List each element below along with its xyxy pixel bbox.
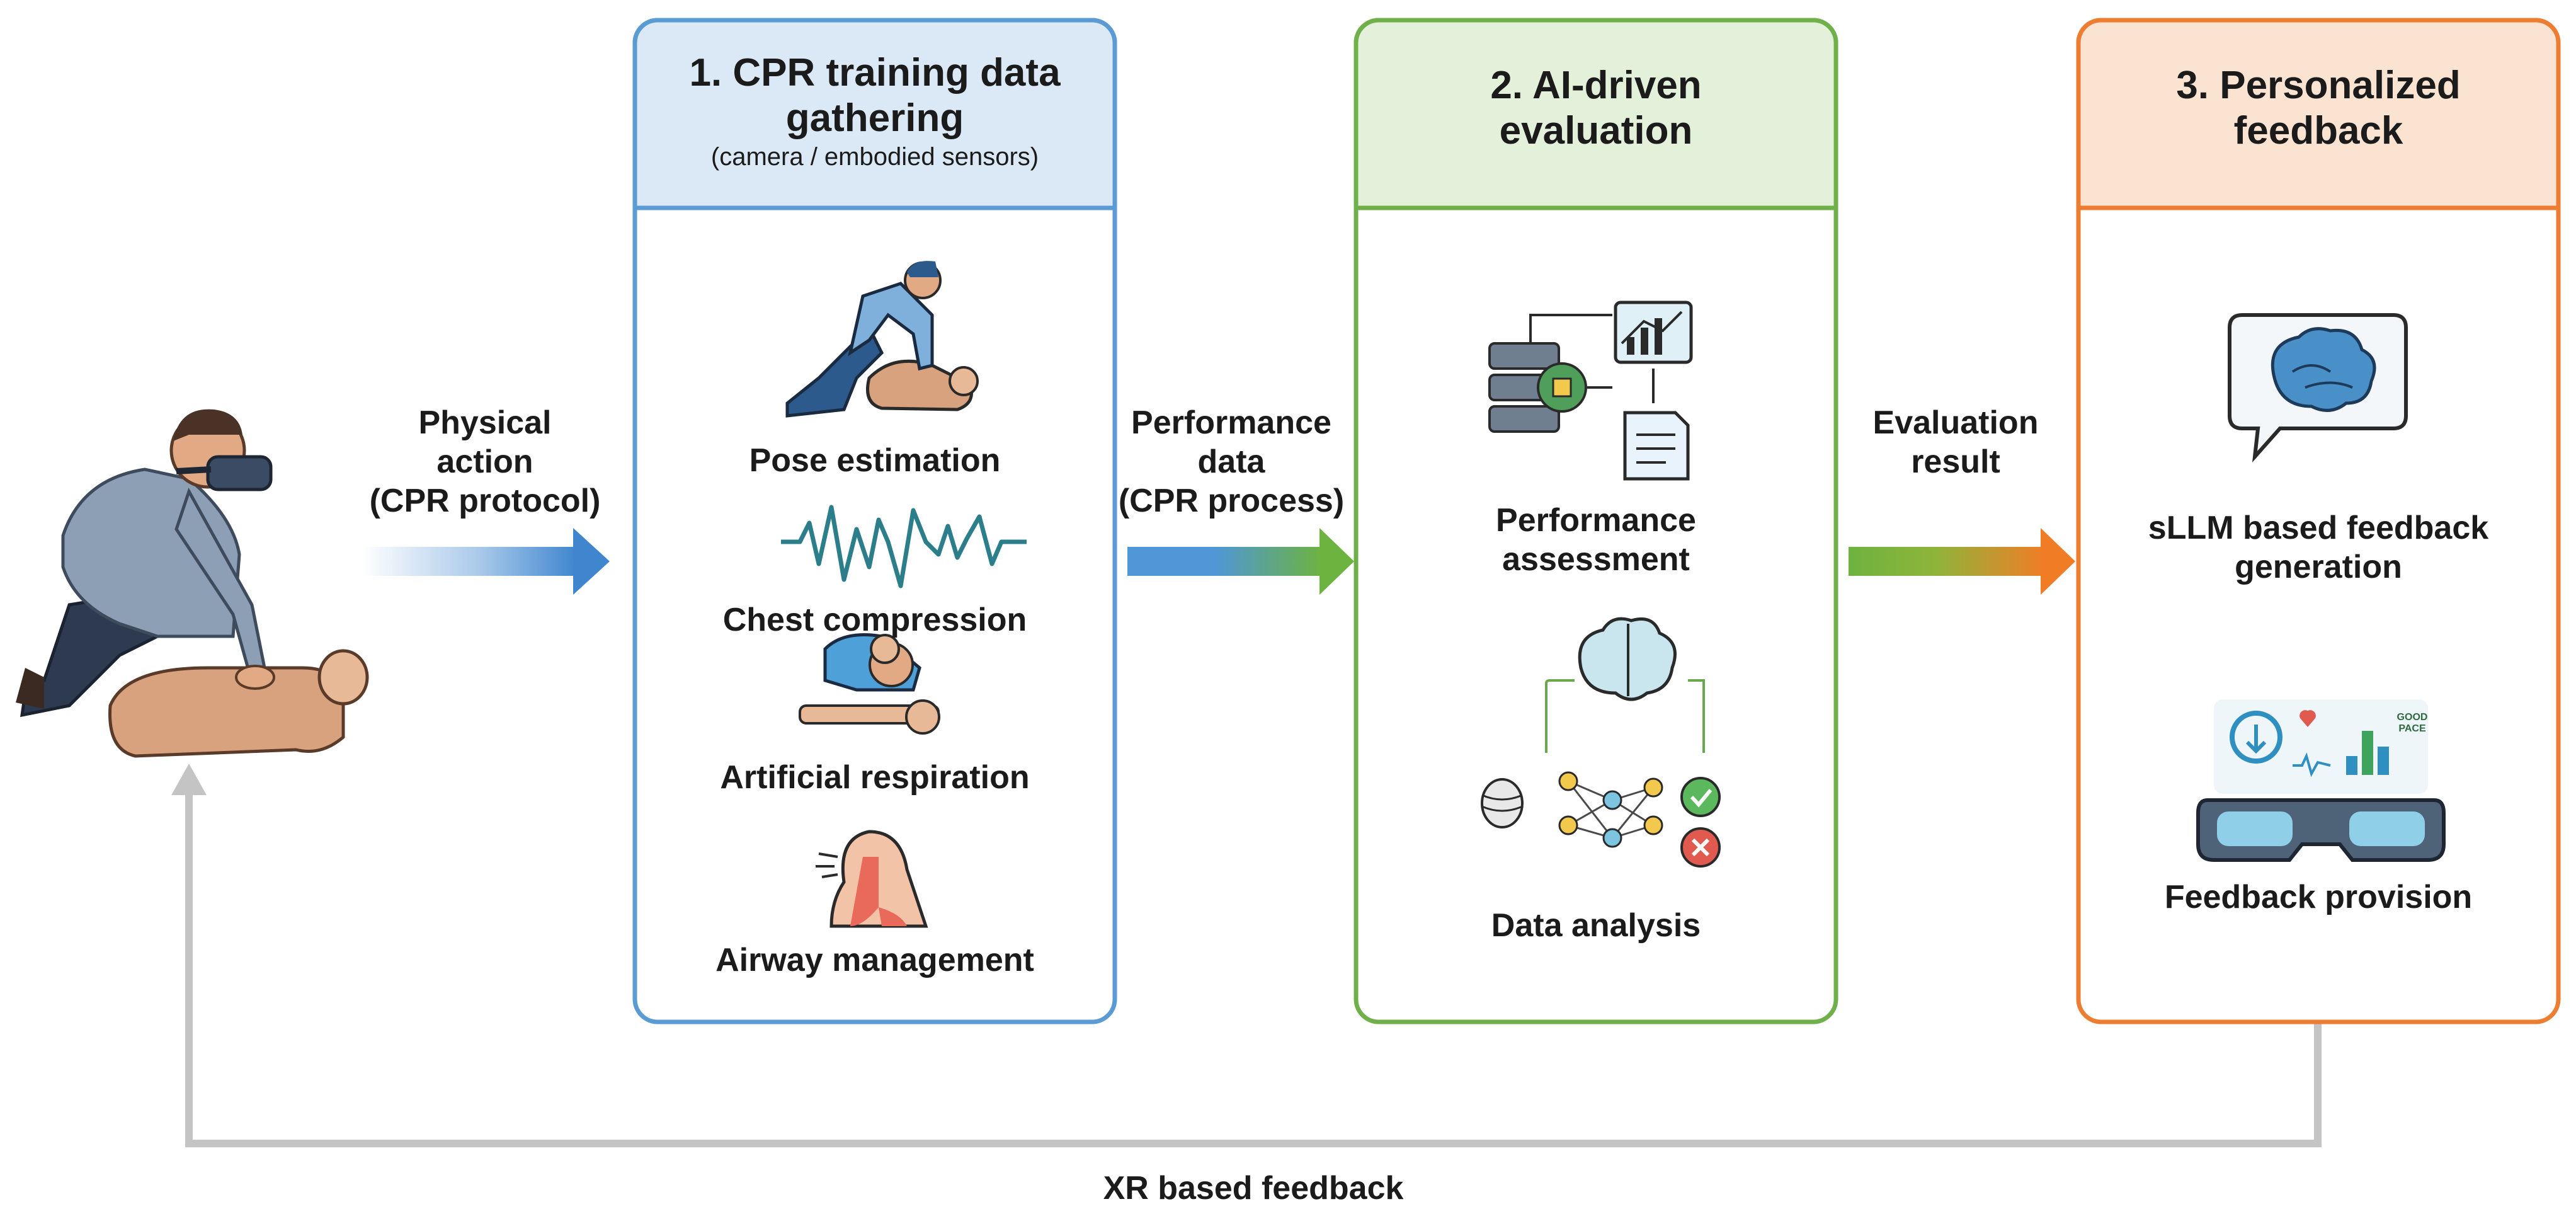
item-performance-assessment: Performance assessment — [1357, 501, 1835, 579]
xr-feedback-loop — [185, 784, 2322, 1147]
panel-1-title-line1: 1. CPR training data — [689, 51, 1061, 95]
label-performance-data-line1: Performance — [1131, 404, 1331, 441]
server-chart-document-icon — [1488, 301, 1693, 481]
arrow-physical-action — [362, 528, 610, 595]
panel-3-title-line1: 3. Personalized — [2176, 64, 2461, 107]
item-sllm-feedback-generation: sLLM based feedback generation — [2080, 508, 2557, 587]
xr-dashboard-label-line1: GOOD — [2396, 712, 2428, 723]
item-sllm-feedback-generation-line1: sLLM based feedback — [2148, 510, 2489, 546]
panel-personalized-feedback — [2076, 18, 2561, 1024]
item-feedback-provision: Feedback provision — [2164, 879, 2473, 915]
item-artificial-respiration: Artificial respiration — [720, 759, 1030, 796]
item-airway-management: Airway management — [715, 942, 1034, 978]
trainee-vr-cpr-illustration — [16, 409, 369, 758]
panel-1-subtitle: (camera / embodied sensors) — [710, 143, 1039, 171]
item-performance-assessment-line1: Performance — [1496, 502, 1696, 539]
xr-dashboard-label-line2: PACE — [2398, 723, 2426, 734]
xr-dashboard-label: GOOD PACE — [2393, 712, 2431, 735]
label-performance-data-line3: (CPR process) — [1118, 483, 1345, 519]
label-evaluation-result-line2: result — [1911, 444, 2000, 480]
panel-3-title: 3. Personalized feedback — [2080, 63, 2557, 154]
airway-icon — [816, 830, 928, 928]
ecg-waveform-icon — [781, 505, 1027, 588]
panel-data-gathering — [632, 18, 1117, 1024]
label-performance-data: Performance data (CPR process) — [1108, 403, 1354, 520]
item-data-analysis: Data analysis — [1491, 907, 1701, 944]
panel-2-title-line2: evaluation — [1499, 109, 1693, 152]
label-evaluation-result-line1: Evaluation — [1872, 404, 2039, 441]
panel-3-title-line2: feedback — [2233, 109, 2403, 152]
arrow-performance-data — [1127, 528, 1354, 595]
panel-2-title: 2. AI-driven evaluation — [1357, 63, 1835, 154]
label-physical-action-line3: (CPR protocol) — [369, 483, 601, 519]
label-evaluation-result: Evaluation result — [1839, 403, 2072, 481]
panel-1-title-line2: gathering — [785, 96, 964, 140]
panel-ai-evaluation — [1354, 18, 1838, 1024]
panel-1-title: 1. CPR training data gathering — [636, 50, 1114, 141]
label-physical-action: Physical action (CPR protocol) — [340, 403, 630, 520]
label-physical-action-line1: Physical — [418, 404, 552, 441]
feedback-arrowhead — [171, 764, 207, 795]
vr-headset-dashboard-icon — [2196, 699, 2446, 862]
label-physical-action-line2: action — [436, 444, 533, 480]
item-chest-compression: Chest compression — [722, 602, 1027, 638]
neural-network-icon — [1481, 617, 1721, 868]
item-pose-estimation: Pose estimation — [749, 442, 1001, 479]
label-xr-based-feedback: XR based feedback — [1103, 1170, 1404, 1207]
item-performance-assessment-line2: assessment — [1502, 541, 1690, 578]
panel-2-title-line1: 2. AI-driven — [1490, 64, 1702, 107]
label-performance-data-line2: data — [1197, 444, 1265, 480]
item-sllm-feedback-generation-line2: generation — [2235, 549, 2402, 585]
arrow-evaluation-result — [1849, 528, 2075, 595]
brain-speech-bubble-icon — [2228, 313, 2408, 463]
cpr-pose-icon — [785, 261, 979, 418]
artificial-respiration-icon — [799, 633, 940, 735]
